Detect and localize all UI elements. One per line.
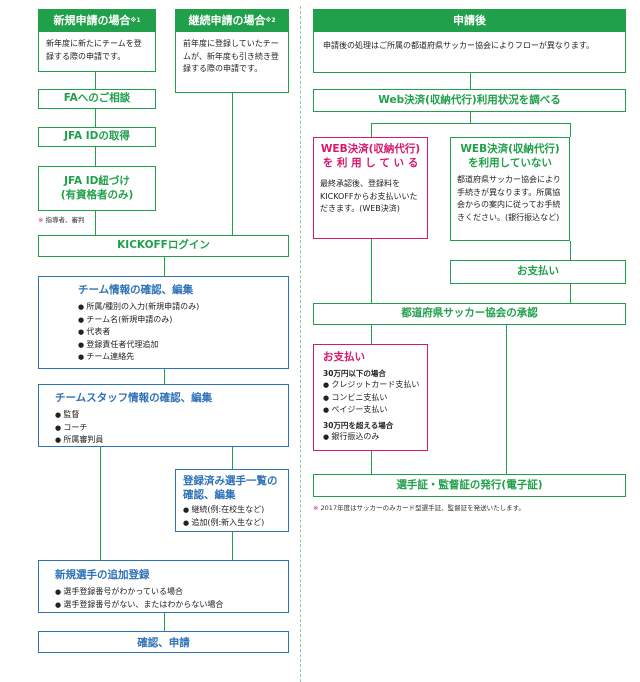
connector xyxy=(371,239,372,303)
footnote-2-text: 2017年度はサッカーのみカード型選手証、監督証を発送いたします。 xyxy=(320,504,525,512)
payment-methods-title: お支払い xyxy=(323,351,365,363)
web-payment-using-title-line: WEB決済(収納代行) xyxy=(320,143,421,155)
after-application-desc: 申請後の処理はご所属の都道府県サッカー協会によりフローが異なります。 xyxy=(313,31,626,73)
connector xyxy=(95,146,96,166)
jfa-link-title: JFA ID紐づけ xyxy=(64,175,130,188)
web-payment-not-using-desc: 都道府県サッカー協会により手続きが異なります。所属協会からの案内に従ってお手続き… xyxy=(457,175,561,222)
connector xyxy=(164,613,165,631)
footnote-marker: ※2 xyxy=(265,16,276,24)
after-application-header: 申請後 xyxy=(313,9,626,31)
connector xyxy=(232,93,233,235)
new-players-item: 選手登録番号がわかっている場合 xyxy=(55,586,288,599)
staff-info-box: チームスタッフ情報の確認、編集 監督 コーチ 所属審判員 xyxy=(38,384,289,447)
over-300k-label: 30万円を超える場合 xyxy=(323,420,394,430)
prefecture-approval-step: 都道府県サッカー協会の承認 xyxy=(313,303,626,325)
footnote-2: ※ 2017年度はサッカーのみカード型選手証、監督証を発送いたします。 xyxy=(313,504,525,512)
registered-players-item: 継続(例:在校生など) xyxy=(183,504,288,517)
new-players-box: 新規選手の追加登録 選手登録番号がわかっている場合 選手登録番号がない、またはわ… xyxy=(38,560,289,613)
connector xyxy=(570,123,571,137)
connector xyxy=(371,123,570,124)
registered-players-list: 継続(例:在校生など) 追加(例:新入生など) xyxy=(183,504,288,529)
continuing-application-header: 継続申請の場合※2 xyxy=(175,9,289,31)
registered-players-title: 登録済み選手一覧の 確認、編集 xyxy=(183,474,288,502)
continuing-application-desc: 前年度に登録していたチームが、新年度も引き続き登録する際の申請です。 xyxy=(175,31,289,93)
jfa-link-step: JFA ID紐づけ (有資格者のみ) xyxy=(38,166,156,211)
new-application-desc: 新年度に新たにチームを登録する際の申請です。 xyxy=(38,31,156,72)
new-players-list: 選手登録番号がわかっている場合 選手登録番号がない、またはわからない場合 xyxy=(55,586,288,611)
card-issue-step: 選手証・監督証の発行(電子証) xyxy=(313,474,626,497)
web-payment-using-title: WEB決済(収納代行) を 利 用 し て い る xyxy=(320,142,421,170)
team-info-item: 所属/種別の入力(新規申請のみ) xyxy=(78,301,288,314)
connector xyxy=(95,211,96,235)
staff-info-item: 監督 xyxy=(55,409,288,422)
connector xyxy=(164,257,165,276)
connector xyxy=(371,123,372,137)
new-players-title: 新規選手の追加登録 xyxy=(55,569,150,581)
web-payment-check-step: Web決済(収納代行)利用状況を調べる xyxy=(313,89,626,112)
over-300k-list: 銀行振込のみ xyxy=(323,431,427,444)
connector xyxy=(470,112,471,123)
connector xyxy=(95,72,96,94)
payment-method-item: クレジットカード支払い xyxy=(323,379,427,392)
confirm-apply-step: 確認、申請 xyxy=(38,631,289,653)
staff-info-title: チームスタッフ情報の確認、編集 xyxy=(55,392,213,404)
footnote-1-text: 指導者、審判 xyxy=(45,216,85,224)
kickoff-login-step: KICKOFFログイン xyxy=(38,235,289,257)
web-payment-using-title-line: を 利 用 し て い る xyxy=(322,157,419,169)
payment-methods-box: お支払い 30万円以下の場合 クレジットカード支払い コンビニ支払い ペイジー支… xyxy=(313,344,428,451)
connector xyxy=(570,284,571,303)
jfa-link-subtitle: (有資格者のみ) xyxy=(60,188,134,201)
team-info-item: チーム連絡先 xyxy=(78,351,288,364)
connector xyxy=(371,325,372,344)
connector xyxy=(232,447,233,469)
fa-consult-step: FAへのご相談 xyxy=(38,89,156,109)
under-300k-label: 30万円以下の場合 xyxy=(323,369,386,378)
connector xyxy=(570,241,571,260)
connector xyxy=(232,532,233,560)
new-application-header: 新規申請の場合※1 xyxy=(38,9,156,31)
payment-method-item: 銀行振込のみ xyxy=(323,431,427,444)
footnote-1: ※ 指導者、審判 xyxy=(38,216,85,224)
column-divider xyxy=(300,6,301,682)
connector xyxy=(470,73,471,89)
payment-method-item: コンビニ支払い xyxy=(323,392,427,405)
registered-players-title-line: 確認、編集 xyxy=(183,489,236,501)
registered-players-box: 登録済み選手一覧の 確認、編集 継続(例:在校生など) 追加(例:新入生など) xyxy=(175,469,289,532)
registered-players-title-line: 登録済み選手一覧の xyxy=(183,475,278,487)
new-application-title: 新規申請の場合 xyxy=(53,14,131,27)
footnote-marker: ※1 xyxy=(130,16,141,24)
connector xyxy=(164,369,165,384)
connector xyxy=(506,325,507,474)
continuing-application-title: 継続申請の場合 xyxy=(188,14,266,27)
staff-info-item: コーチ xyxy=(55,422,288,435)
web-payment-not-using-title: WEB決済(収納代行) を利用していない xyxy=(457,142,563,170)
team-info-item: 登録責任者代理追加 xyxy=(78,339,288,352)
connector xyxy=(95,109,96,129)
jfa-id-step: JFA IDの取得 xyxy=(38,127,156,147)
team-info-list: 所属/種別の入力(新規申請のみ) チーム名(新規申請のみ) 代表者 登録責任者代… xyxy=(78,301,288,364)
team-info-item: 代表者 xyxy=(78,326,288,339)
web-payment-using-box: WEB決済(収納代行) を 利 用 し て い る 最終承認後、登録料をKICK… xyxy=(313,137,428,239)
web-payment-using-desc: 最終承認後、登録料をKICKOFFからお支払いいただきます。(WEB決済) xyxy=(320,179,418,213)
confirm-apply-label: 確認、申請 xyxy=(137,636,190,649)
web-payment-not-using-box: WEB決済(収納代行) を利用していない 都道府県サッカー協会により手続きが異な… xyxy=(450,137,570,241)
payment-method-item: ペイジー支払い xyxy=(323,404,427,417)
web-payment-not-using-title-line: WEB決済(収納代行) xyxy=(460,143,560,155)
under-300k-list: クレジットカード支払い コンビニ支払い ペイジー支払い xyxy=(323,379,427,417)
new-players-item: 選手登録番号がない、またはわからない場合 xyxy=(55,599,288,612)
payment-step: お支払い xyxy=(450,260,626,284)
staff-info-list: 監督 コーチ 所属審判員 xyxy=(55,409,288,447)
connector xyxy=(100,447,101,560)
staff-info-item: 所属審判員 xyxy=(55,434,288,447)
team-info-item: チーム名(新規申請のみ) xyxy=(78,314,288,327)
team-info-box: チーム情報の確認、編集 所属/種別の入力(新規申請のみ) チーム名(新規申請のみ… xyxy=(38,276,289,369)
web-payment-not-using-title-line: を利用していない xyxy=(468,157,552,169)
registered-players-item: 追加(例:新入生など) xyxy=(183,517,288,530)
connector xyxy=(371,451,372,474)
team-info-title: チーム情報の確認、編集 xyxy=(78,284,194,296)
